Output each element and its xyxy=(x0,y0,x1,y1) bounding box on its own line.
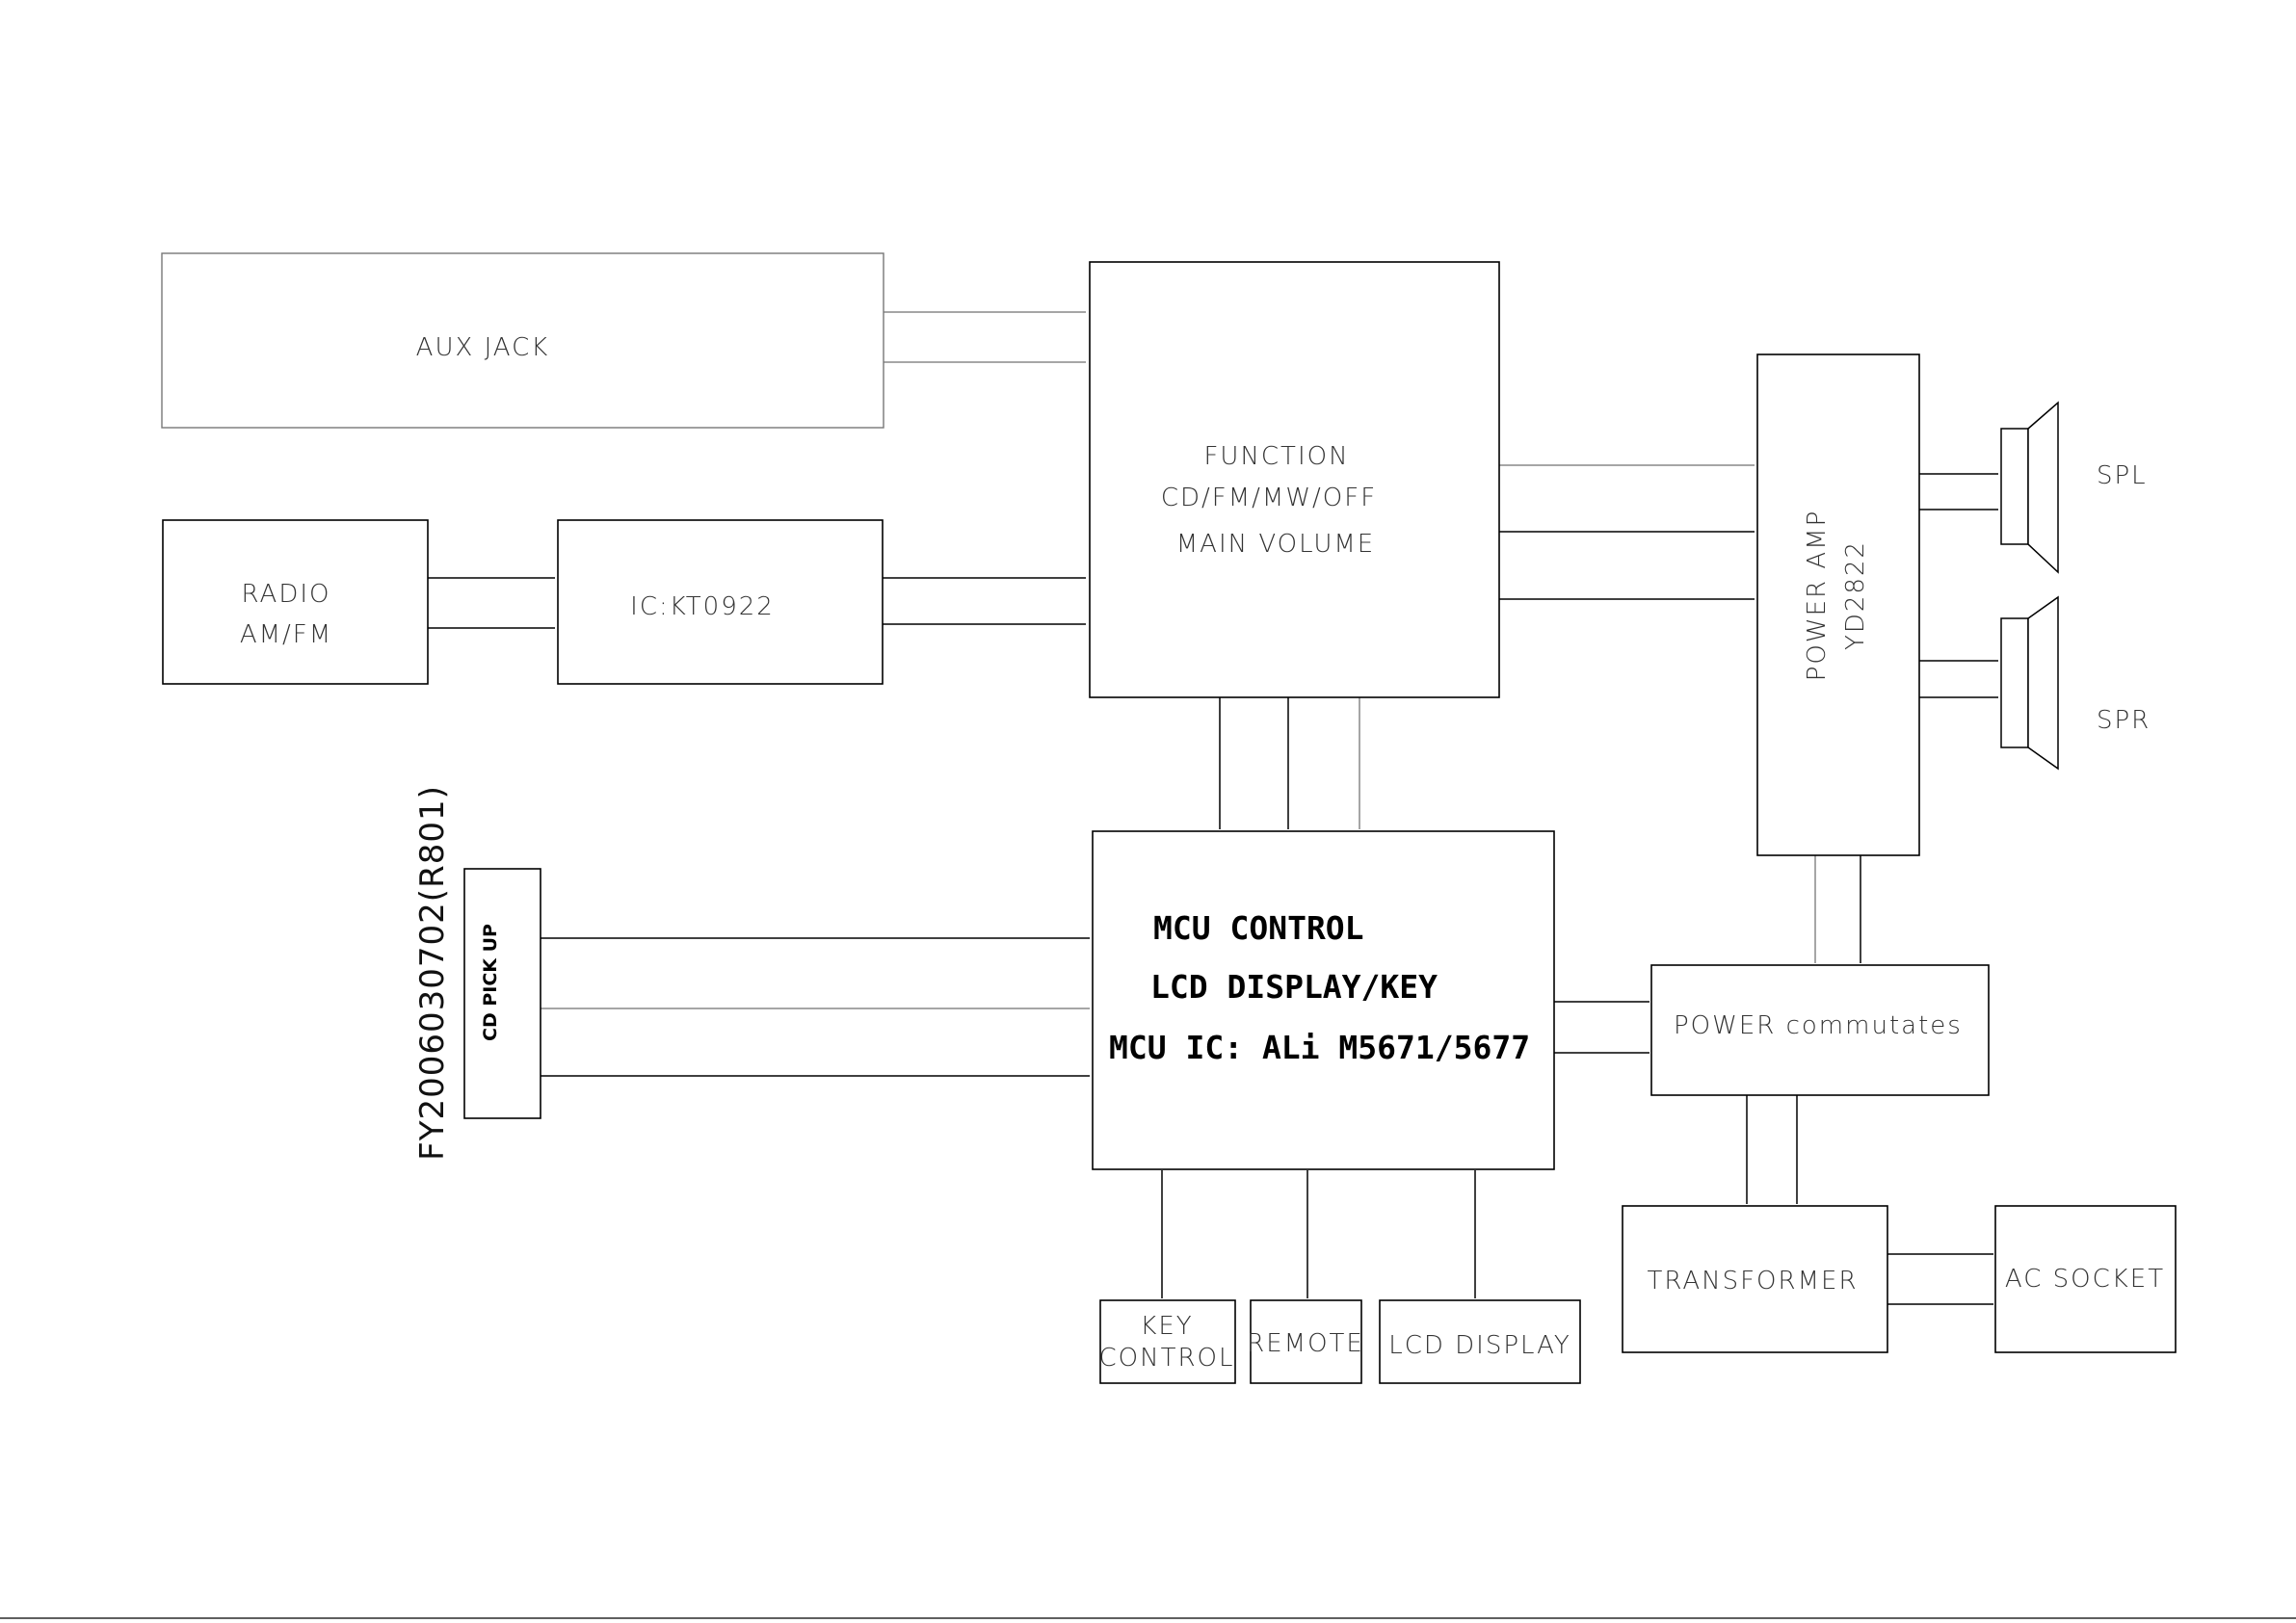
radio-ic-block: IC:KT0922 xyxy=(558,520,883,684)
key-control-block: KEY CONTROL xyxy=(1099,1300,1235,1383)
mcu-label-line1: MCU CONTROL xyxy=(1153,909,1364,947)
ac-socket-label: AC SOCKET xyxy=(2005,1265,2165,1294)
radio-label-line1: RADIO xyxy=(242,580,331,609)
power-commutates-block: POWER commutates xyxy=(1651,965,1989,1095)
power-amp-block: POWER AMP YD2822 xyxy=(1757,354,1919,855)
cd-pickup-block: CD PICK UP xyxy=(464,869,541,1118)
function-label-line1: FUNCTION xyxy=(1203,442,1349,471)
function-label-line2: CD/FM/MW/OFF xyxy=(1161,484,1377,512)
transformer-label: TRANSFORMER xyxy=(1647,1267,1858,1296)
lcd-display-label: LCD DISPLAY xyxy=(1388,1331,1571,1360)
mcu-label-line3: MCU IC: ALi M5671/5677 xyxy=(1109,1029,1530,1066)
mcu-block: MCU CONTROL LCD DISPLAY/KEY MCU IC: ALi … xyxy=(1093,831,1554,1169)
ac-socket-block: AC SOCKET xyxy=(1995,1206,2176,1352)
speaker-right xyxy=(2001,597,2058,769)
radio-ic-label: IC:KT0922 xyxy=(630,592,775,621)
radio-block: RADIO AM/FM xyxy=(163,520,428,684)
speaker-left-label: SPL xyxy=(2097,461,2148,490)
power-amp-label-line2: YD2822 xyxy=(1841,540,1870,650)
mcu-label-line2: LCD DISPLAY/KEY xyxy=(1150,968,1438,1006)
speaker-left-cone xyxy=(2028,403,2058,572)
cd-pickup-part-code: FY2006030702(R801) xyxy=(413,785,452,1161)
power-amp-label-line1: POWER AMP xyxy=(1803,510,1832,682)
cd-pickup-label: CD PICK UP xyxy=(480,924,501,1041)
aux-jack-block: AUX JACK xyxy=(162,253,884,428)
speaker-left-magnet xyxy=(2001,429,2028,544)
transformer-block: TRANSFORMER xyxy=(1623,1206,1887,1352)
key-control-label-line2: CONTROL xyxy=(1099,1344,1235,1373)
remote-label: REMOTE xyxy=(1247,1329,1364,1358)
function-label-line3: MAIN VOLUME xyxy=(1176,530,1375,559)
speaker-right-label: SPR xyxy=(2097,706,2151,735)
lcd-display-block: LCD DISPLAY xyxy=(1380,1300,1580,1383)
function-block: FUNCTION CD/FM/MW/OFF MAIN VOLUME xyxy=(1090,262,1499,697)
radio-label-line2: AM/FM xyxy=(240,620,332,649)
speaker-right-magnet xyxy=(2001,618,2028,747)
speaker-right-cone xyxy=(2028,597,2058,769)
power-commutates-label: POWER commutates xyxy=(1674,1011,1963,1040)
remote-block: REMOTE xyxy=(1247,1300,1364,1383)
aux-jack-label: AUX JACK xyxy=(416,333,550,362)
key-control-label-line1: KEY xyxy=(1140,1312,1193,1341)
speaker-left xyxy=(2001,403,2058,572)
